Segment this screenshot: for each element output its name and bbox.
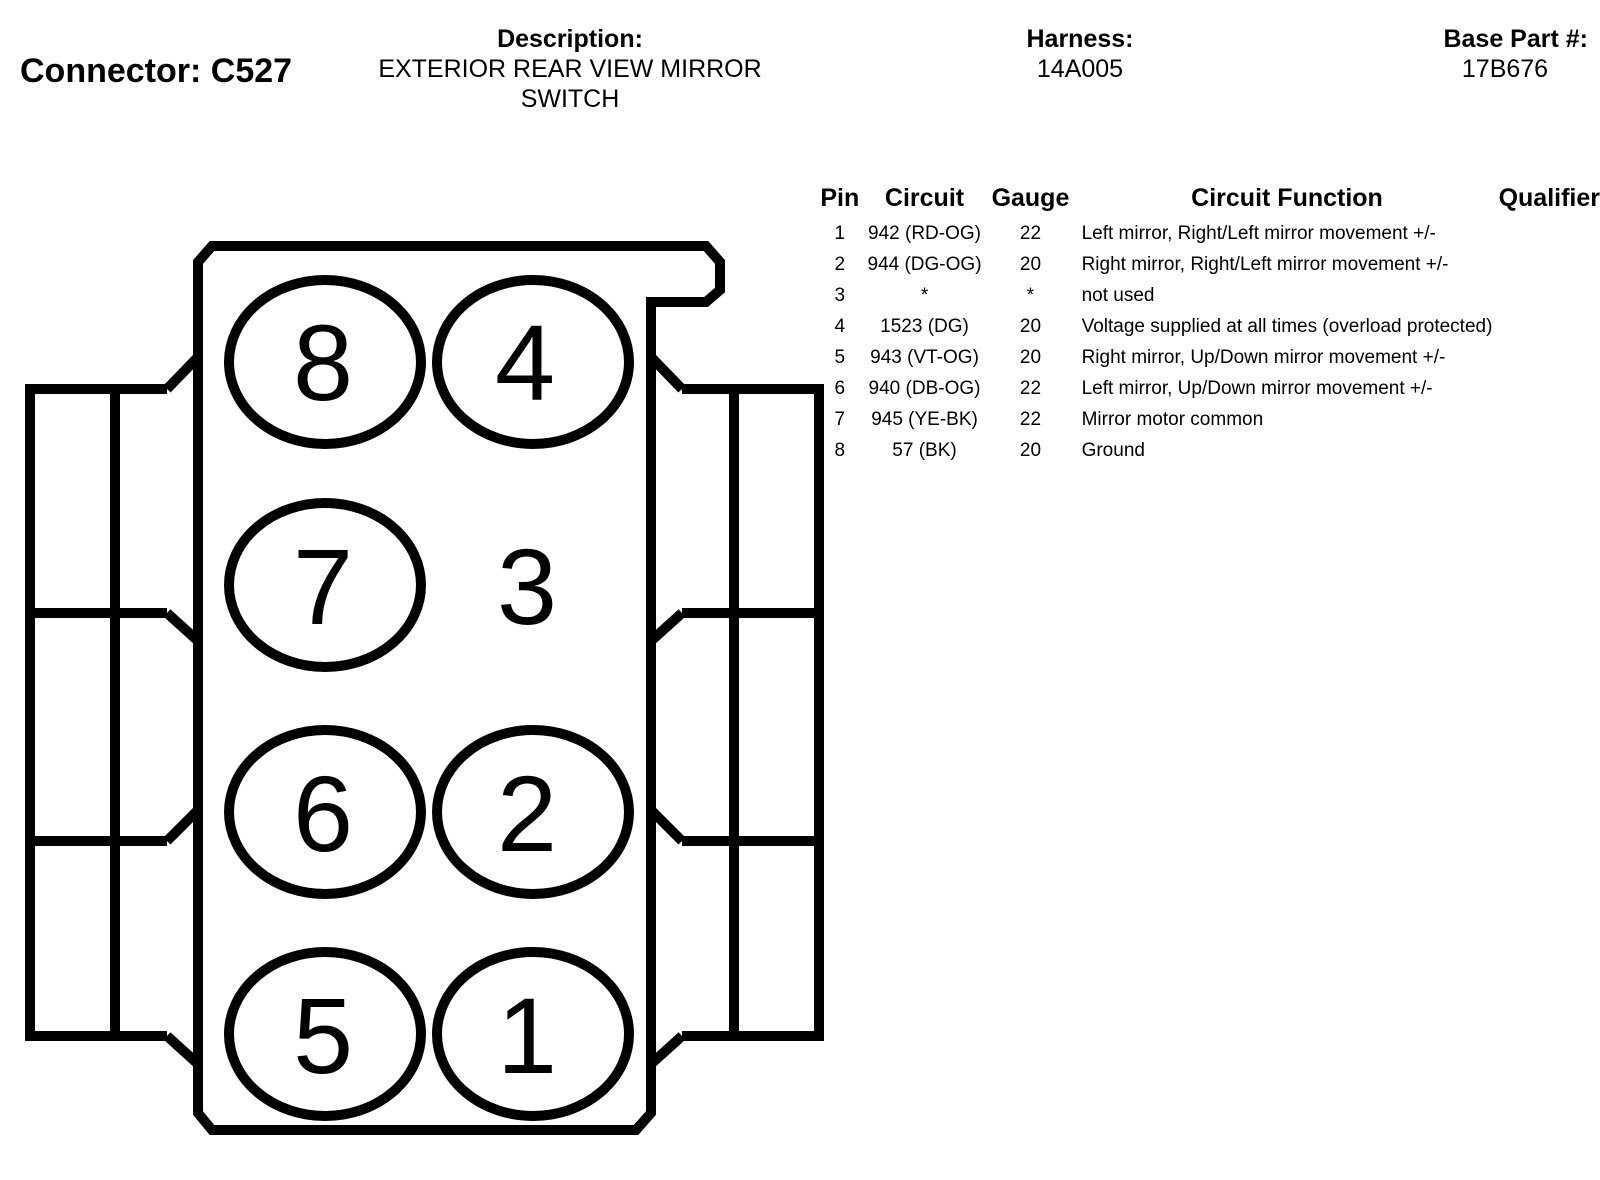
row-gauge: 22: [1019, 408, 1042, 430]
left-chamfer: [163, 806, 202, 845]
table-row: 4 1523 (DG) 20 Voltage supplied at all t…: [820, 311, 1600, 342]
row-gauge: 22: [1019, 222, 1042, 244]
table-row: 3 * * not used: [820, 280, 1600, 311]
row-function: Left mirror, Right/Left mirror movement …: [1081, 222, 1436, 244]
row-function: Right mirror, Right/Left mirror movement…: [1081, 253, 1449, 275]
pin-4-label: 4: [495, 302, 555, 423]
pin-5-cavity: [224, 947, 426, 1121]
row-pin: 7: [834, 408, 846, 430]
col-gauge-header: Gauge: [991, 183, 1070, 212]
connector-face-diagram: 8 4 7 3 6 2 5 1: [25, 241, 824, 1135]
pin-4-cavity: [432, 275, 634, 449]
pin-8-cavity: [224, 275, 426, 449]
table-row: 7 945 (YE-BK) 22 Mirror motor common: [820, 404, 1600, 435]
pin-7-label: 7: [293, 526, 353, 647]
pin-5-label: 5: [293, 975, 353, 1096]
row-qualifier: [1492, 342, 1600, 373]
pin-2-label: 2: [497, 753, 557, 874]
harness-block: Harness: 14A005: [990, 24, 1170, 84]
left-chamfer: [163, 609, 202, 645]
left-chamfer: [163, 353, 202, 393]
row-circuit: 945 (YE-BK): [871, 408, 978, 430]
row-qualifier: [1492, 404, 1600, 435]
row-circuit: 940 (DB-OG): [868, 377, 981, 399]
table-row: 8 57 (BK) 20 Ground: [820, 435, 1600, 466]
row-gauge: 20: [1019, 315, 1042, 337]
row-pin: 6: [834, 377, 846, 399]
row-circuit: *: [920, 284, 929, 306]
col-pin-header: Pin: [820, 183, 860, 212]
right-chamfer: [647, 609, 686, 645]
row-pin: 3: [834, 284, 846, 306]
pin-3-label: 3: [497, 526, 557, 647]
row-qualifier: [1492, 373, 1600, 404]
base-part-value: 17B676: [1461, 55, 1549, 83]
harness-value: 14A005: [1036, 55, 1124, 83]
row-qualifier: [1492, 311, 1600, 342]
pin-6-label: 6: [293, 753, 353, 874]
row-function: Voltage supplied at all times (overload …: [1081, 315, 1493, 337]
row-function: Left mirror, Up/Down mirror movement +/-: [1081, 377, 1433, 399]
pin-6-cavity: [224, 725, 426, 899]
harness-label: Harness:: [1026, 25, 1134, 53]
pin-8-label: 8: [293, 302, 353, 423]
description-line-1: EXTERIOR REAR VIEW MIRROR: [378, 55, 762, 83]
right-chamfer: [647, 353, 686, 393]
row-circuit: 1523 (DG): [880, 315, 969, 337]
pin-1-cavity: [432, 947, 634, 1121]
row-gauge: 22: [1019, 377, 1042, 399]
table-row: 6 940 (DB-OG) 22 Left mirror, Up/Down mi…: [820, 373, 1600, 404]
description-label: Description:: [497, 25, 643, 53]
description-block: Description: EXTERIOR REAR VIEW MIRROR S…: [330, 24, 810, 114]
row-circuit: 944 (DG-OG): [867, 253, 982, 275]
row-gauge: 20: [1019, 253, 1042, 275]
pin-7-cavity: [224, 498, 426, 672]
description-line-2: SWITCH: [520, 85, 620, 113]
left-chamfer: [163, 1032, 202, 1068]
base-part-block: Base Part #: 17B676: [1390, 24, 1600, 84]
left-latch-outer: [25, 384, 167, 1041]
right-latch-outer: [682, 384, 824, 1041]
row-pin: 1: [834, 222, 846, 244]
row-qualifier: [1492, 435, 1600, 466]
table-row: 2 944 (DG-OG) 20 Right mirror, Right/Lef…: [820, 249, 1600, 280]
col-qualifier-header: Qualifier: [1498, 183, 1600, 212]
row-pin: 4: [834, 315, 846, 337]
pin-table-header: Pin Circuit Gauge Circuit Function Quali…: [820, 178, 1600, 218]
row-pin: 5: [834, 346, 846, 368]
right-chamfer: [647, 806, 686, 845]
connector-title: Connector: C527: [20, 52, 293, 90]
row-gauge: *: [1026, 284, 1035, 306]
row-pin: 2: [834, 253, 846, 275]
row-circuit: 57 (BK): [892, 439, 957, 461]
right-chamfer: [647, 1032, 686, 1068]
row-qualifier: [1492, 280, 1600, 311]
table-row: 5 943 (VT-OG) 20 Right mirror, Up/Down m…: [820, 342, 1600, 373]
row-gauge: 20: [1019, 439, 1042, 461]
row-pin: 8: [834, 439, 846, 461]
pin-table: Pin Circuit Gauge Circuit Function Quali…: [820, 178, 1600, 466]
row-circuit: 943 (VT-OG): [870, 346, 979, 368]
table-row: 1 942 (RD-OG) 22 Left mirror, Right/Left…: [820, 218, 1600, 249]
base-part-label: Base Part #:: [1443, 25, 1588, 53]
row-function: Ground: [1081, 439, 1145, 461]
row-qualifier: [1492, 218, 1600, 249]
row-circuit: 942 (RD-OG): [868, 222, 981, 244]
col-circuit-header: Circuit: [884, 183, 965, 212]
row-function: Right mirror, Up/Down mirror movement +/…: [1081, 346, 1446, 368]
pin-2-cavity: [432, 725, 634, 899]
connector-body-outline: [193, 241, 725, 1135]
row-function: not used: [1081, 284, 1155, 306]
row-function: Mirror motor common: [1081, 408, 1264, 430]
col-function-header: Circuit Function: [1191, 183, 1383, 212]
pin-1-label: 1: [497, 975, 557, 1096]
row-qualifier: [1492, 249, 1600, 280]
row-gauge: 20: [1019, 346, 1042, 368]
